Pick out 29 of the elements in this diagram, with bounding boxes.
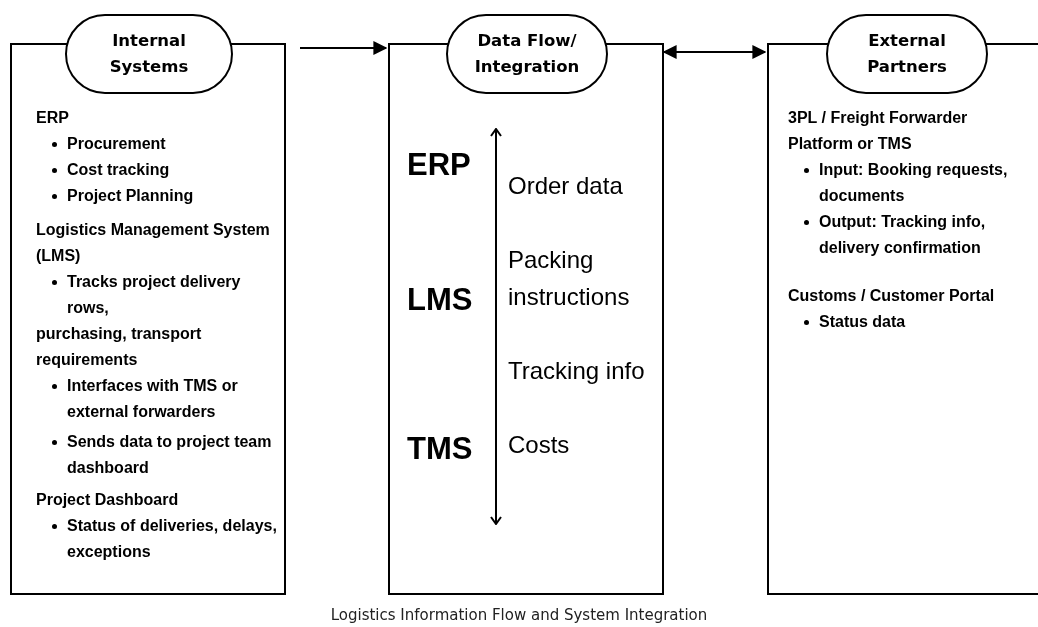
bullet-text: Output: Tracking info, delivery confirmation	[819, 212, 987, 258]
data-flow-label: Order data	[508, 171, 624, 201]
section-heading: Project Dashboard	[36, 490, 180, 510]
caption: Logistics Information Flow and System Integration	[329, 606, 709, 624]
bullet-text: Project Planning	[67, 186, 194, 206]
data-flow-label: Tracking info	[508, 356, 646, 386]
bullet-text: Procurement	[67, 134, 166, 154]
header-pill: External Partners	[826, 14, 988, 94]
bullet-text: Interfaces with TMS or external forwarders	[67, 376, 239, 422]
arrow	[299, 41, 388, 55]
bullet-text: Cost tracking	[67, 160, 170, 180]
bullet-text: Input: Booking requests, documents	[819, 160, 1009, 206]
arrow	[662, 45, 767, 59]
system-label: LMS	[407, 282, 473, 318]
body-text: purchasing, transport requirements	[36, 324, 203, 370]
data-flow-label: Packing instructions	[508, 245, 631, 312]
header-pill: Data Flow/ Integration	[446, 14, 608, 94]
bullet-text: Sends data to project team dashboard	[67, 432, 273, 478]
bullet-text: Status data	[819, 312, 906, 332]
section-heading: Logistics Management System (LMS)	[36, 220, 271, 266]
system-label: ERP	[407, 147, 471, 183]
system-label: TMS	[407, 431, 473, 467]
section-heading: ERP	[36, 108, 70, 128]
data-flow-label: Costs	[508, 430, 571, 460]
header-pill: Internal Systems	[65, 14, 233, 94]
bullet-text: Tracks project delivery rows,	[67, 272, 242, 318]
section-heading: 3PL / Freight Forwarder Platform or TMS	[788, 108, 969, 154]
bullet-text: Status of deliveries, delays, exceptions	[67, 516, 278, 562]
section-heading: Customs / Customer Portal	[788, 286, 996, 306]
